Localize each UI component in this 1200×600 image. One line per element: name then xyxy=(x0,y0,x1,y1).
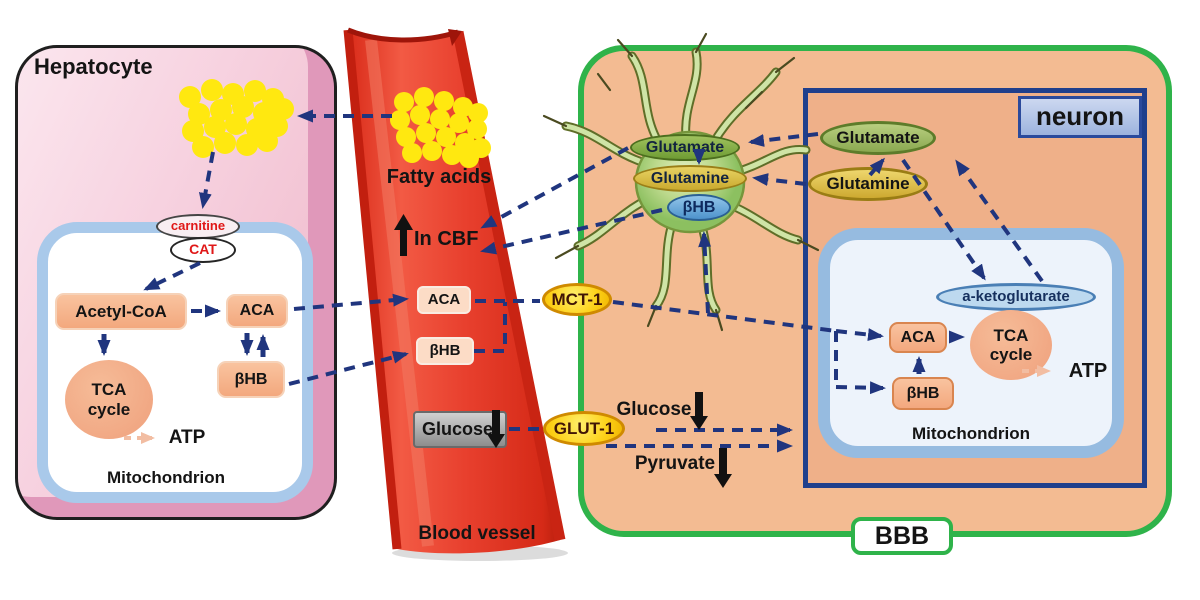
hepatocyte-acetyl-coa-box: Acetyl-CoA xyxy=(55,293,187,330)
vessel-shadow xyxy=(392,545,568,561)
hepatocyte-bhb-box: βHB xyxy=(217,361,285,398)
neuron-title-box: neuron xyxy=(1018,96,1142,138)
vessel-edge-right xyxy=(452,30,566,542)
astrocyte-glutamine-oval: Glutamine xyxy=(633,165,747,192)
vessel-top-lip xyxy=(347,27,459,43)
neuron-a-ketoglutarate-oval: a-ketoglutarate xyxy=(936,283,1096,311)
astrocyte-bhb-oval: βHB xyxy=(667,194,731,221)
in-cbf-label: In CBF xyxy=(414,227,479,250)
neuron-atp-label: ATP xyxy=(1068,359,1108,382)
neuron-aca-box: ACA xyxy=(889,322,947,353)
neuron-mitochondrion-label: Mitochondrion xyxy=(911,424,1031,444)
mct1-transporter: MCT-1 xyxy=(542,283,612,316)
vessel-top-fold xyxy=(448,29,462,46)
neuron-glutamine-oval: Glutamine xyxy=(808,167,928,201)
bbb-glucose-label: Glucose xyxy=(616,399,692,421)
cbf-up-arrow-head xyxy=(394,214,413,230)
vessel-edge-left xyxy=(343,29,402,550)
fatty-acid-droplets-vessel xyxy=(390,87,491,168)
vessel-bhb-box: βHB xyxy=(416,337,474,365)
glut1-transporter: GLUT-1 xyxy=(543,411,625,446)
neuron-glutamate-oval: Glutamate xyxy=(820,121,936,155)
bbb-pyruvate-label: Pyruvate xyxy=(634,453,716,475)
hepatocyte-tca-cycle: TCA cycle xyxy=(65,360,153,439)
vessel-glucose-box: Glucose xyxy=(413,411,507,448)
connector-vessel-bhb-join xyxy=(474,302,507,353)
neuron-bhb-box: βHB xyxy=(892,377,954,410)
cbf-up-arrow-shaft xyxy=(400,228,407,256)
blood-vessel-label: Blood vessel xyxy=(418,523,536,545)
astrocyte-glutamate-oval: Glutamate xyxy=(630,134,740,161)
cat-transporter-oval: CAT xyxy=(170,237,236,263)
bbb-label-box: BBB xyxy=(851,517,953,555)
fatty-acids-label: Fatty acids xyxy=(386,165,492,188)
carnitine-oval: carnitine xyxy=(156,214,240,239)
hepatocyte-atp-label: ATP xyxy=(168,427,206,449)
vessel-aca-box: ACA xyxy=(417,286,471,314)
hepatocyte-mitochondrion-label: Mitochondrion xyxy=(106,468,226,488)
neuron-tca-cycle: TCA cycle xyxy=(970,310,1052,380)
hepatocyte-title: Hepatocyte xyxy=(34,53,153,79)
hepatocyte-aca-box: ACA xyxy=(226,294,288,328)
